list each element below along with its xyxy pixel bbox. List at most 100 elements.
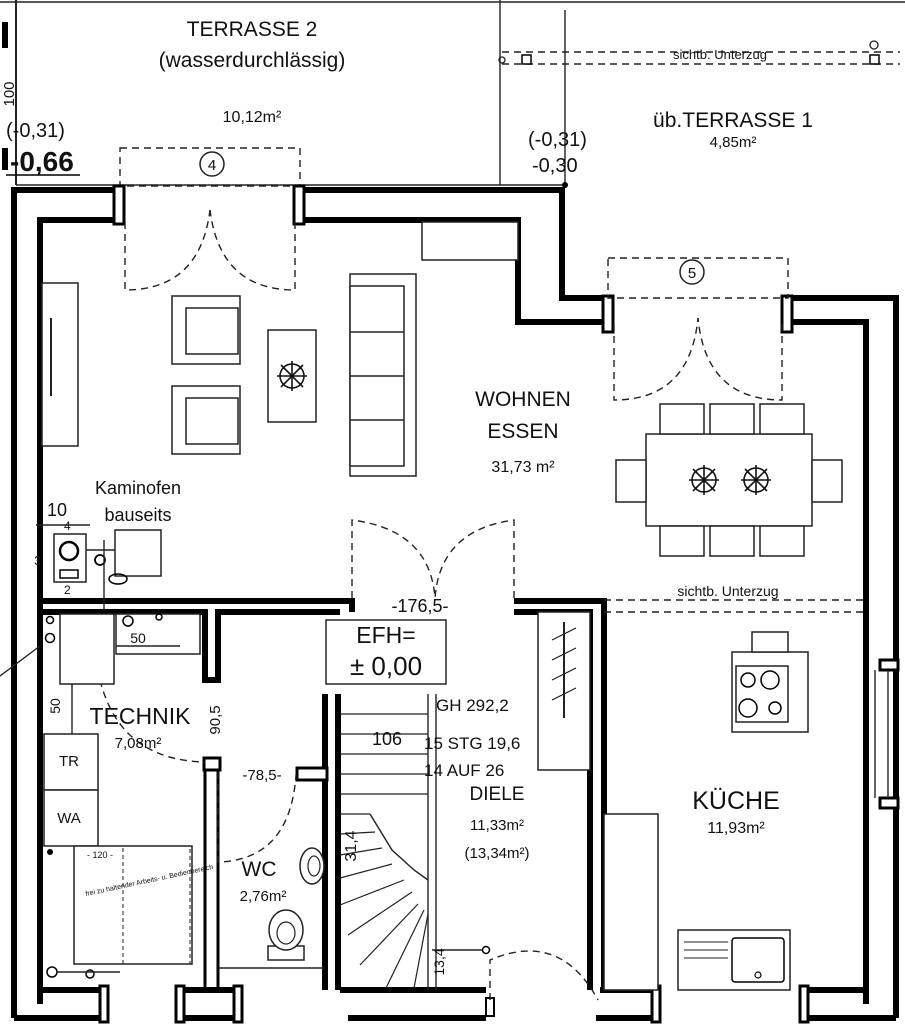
beam-label-mid: sichtb. Unterzug [677, 583, 778, 599]
efh-value: ± 0,00 [350, 651, 422, 681]
elevation-bracket-left: (-0,31) [6, 120, 65, 142]
chair-bottom-2 [709, 525, 755, 557]
wall-wc-right-cap [295, 766, 329, 782]
exterior-wall-inner [37, 217, 869, 1004]
jamb-4-left [112, 184, 126, 226]
chair-right [811, 459, 843, 503]
bottom-jamb-3 [232, 984, 244, 1024]
stair-width: 31,4 [343, 830, 360, 861]
burner-4 [768, 701, 782, 715]
tech-outside-line [0, 645, 41, 677]
flue-connector [94, 554, 106, 566]
sink-drain [754, 971, 762, 979]
door-swing-4-left [124, 209, 211, 291]
beam-post-left [521, 54, 532, 65]
elevation-mid: -0,30 [532, 155, 578, 177]
dim-106: 106 [372, 729, 402, 749]
tech-pipe-2 [44, 632, 56, 644]
tech-valve-2 [85, 969, 95, 979]
gh-label: GH 292,2 [436, 696, 509, 715]
room-technik-name: TECHNIK [90, 703, 192, 729]
exterior-wall-outer [11, 187, 899, 1018]
tech-pipe-3 [122, 615, 134, 627]
terrace1-area: 4,85m² [710, 134, 757, 151]
tech-valve-1 [46, 966, 58, 978]
armchair-2-seat [185, 397, 239, 445]
tech-pipe-1 [45, 615, 55, 625]
chair-bottom-1 [659, 525, 705, 557]
room-kueche-area: 11,93m² [707, 820, 765, 837]
door-width-diele: -176,5- [391, 596, 448, 616]
jamb-5-left [601, 294, 615, 334]
chair-top-1 [659, 403, 705, 435]
beam-post-circle-left [498, 56, 506, 64]
stair-treads [339, 713, 429, 989]
room-kueche-name: KÜCHE [692, 787, 780, 815]
window-marker-5: 5 [688, 265, 696, 282]
wall-wc-left-cap [202, 756, 222, 772]
left-dimension-100: 100 [1, 81, 18, 106]
chair-top-2 [709, 403, 755, 435]
kaminofen-note: bauseits [104, 505, 171, 525]
room-wohnen-area: 31,73 m² [491, 459, 555, 476]
room-essen-name: ESSEN [487, 420, 558, 443]
window-opening-4 [119, 147, 301, 187]
stair-post [481, 945, 491, 955]
dining-table [645, 433, 813, 527]
tech-corner-pipe [47, 849, 53, 855]
bottom-jamb-4 [650, 984, 662, 1024]
wc-toilet-seat [276, 921, 296, 945]
window-marker-4-circle [199, 151, 225, 177]
wall-wc-left [203, 762, 220, 990]
left-marker-2 [2, 148, 8, 170]
wall-wc-right [322, 694, 341, 990]
dim-3: 3 [34, 553, 41, 568]
tech-cabinet [59, 613, 115, 685]
chair-top-3 [759, 403, 805, 435]
door-swing-4-right [209, 209, 296, 291]
wc-sink [299, 847, 325, 885]
kaminofen-label: Kaminofen [95, 478, 181, 498]
door-technik [99, 679, 206, 763]
window-marker-4: 4 [208, 157, 216, 174]
wardrobe-hangers [551, 627, 577, 701]
dryer [43, 733, 99, 791]
burner-2 [760, 670, 780, 690]
plant-icon [741, 465, 771, 495]
efh-label: EFH= [356, 622, 415, 648]
stair-steps: 15 STG 19,6 [424, 734, 520, 753]
wc-sink-inner [307, 855, 321, 877]
dryer-label: TR [59, 753, 79, 770]
room-diele-area: 11,33m² [470, 817, 524, 834]
entry-door-jamb [485, 997, 495, 1017]
boiler-area-inner [122, 845, 191, 965]
efh-box [325, 619, 447, 685]
elevation-mid-point [562, 182, 568, 188]
room-diele-area-alt: (13,34m²) [464, 845, 529, 862]
chimney-flue [58, 540, 80, 562]
wall-technik-top [40, 598, 355, 683]
dim-2: 2 [64, 583, 71, 597]
burner-1 [740, 672, 756, 688]
door-width-wc: -78,5- [242, 767, 281, 784]
dim-50-a: 50 [130, 630, 146, 646]
wc-toilet-bowl [268, 909, 304, 951]
jamb-right-bottom [878, 796, 900, 810]
terrace2-note: (wasserdurchlässig) [159, 49, 346, 72]
armchair-1-seat [185, 307, 239, 355]
window-opening-5 [607, 257, 789, 299]
boiler-area [73, 845, 193, 965]
tech-pipe-4 [155, 613, 163, 621]
terrace2-area: 10,12m² [223, 109, 282, 126]
plant-icon [689, 465, 719, 495]
door-living-left [351, 519, 436, 599]
plant-icon [277, 361, 307, 391]
dim-90-5: 90,5 [207, 705, 224, 734]
chair-bottom-3 [759, 525, 805, 557]
kaminofen-box [114, 529, 162, 577]
stair-small-dim: 13,4 [431, 948, 447, 975]
dim-4: 4 [64, 519, 71, 533]
bottom-jamb-2 [174, 984, 186, 1024]
room-wc-name: WC [242, 858, 277, 881]
